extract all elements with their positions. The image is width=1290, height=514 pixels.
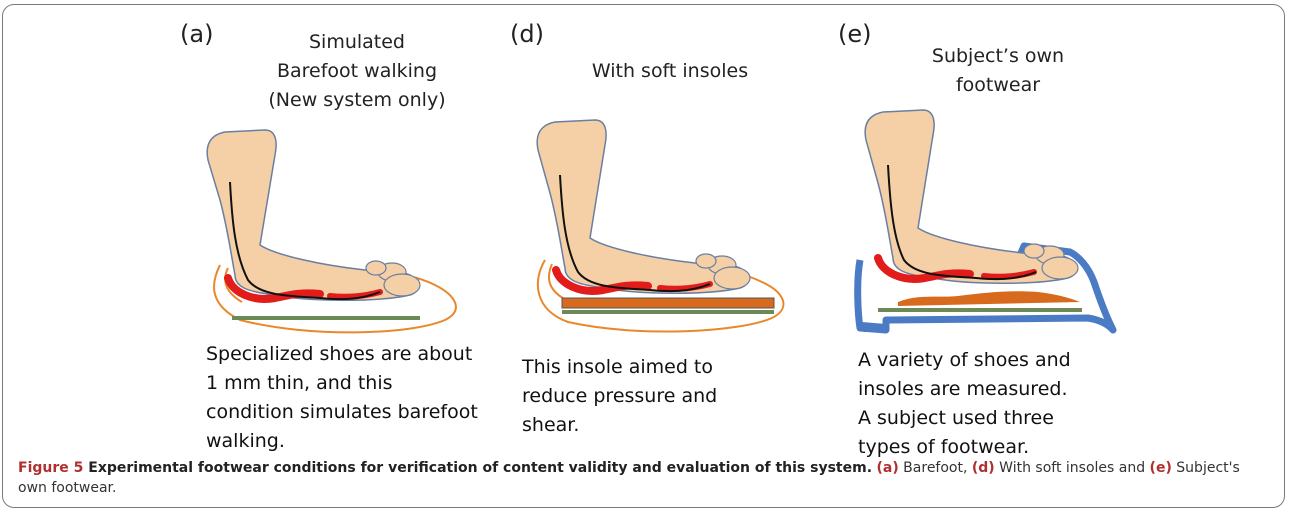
barefoot-illustration <box>180 20 510 350</box>
description-line: This insole aimed to <box>522 353 822 382</box>
description-line: A subject used three <box>858 404 1158 433</box>
caption-label: Figure 5 <box>18 460 83 476</box>
description-line: shear. <box>522 411 822 440</box>
caption-ref-a: (a) <box>876 460 898 476</box>
panel-soft-insoles: (d) With soft insoles This insole aimed … <box>510 20 840 440</box>
panel-description: Specialized shoes are about 1 mm thin, a… <box>206 340 506 456</box>
panel-description: This insole aimed to reduce pressure and… <box>522 353 822 440</box>
own-insole <box>898 291 1080 306</box>
caption-title: Experimental footwear conditions for ver… <box>83 460 872 476</box>
toe <box>1024 244 1044 258</box>
own-footwear-illustration <box>838 20 1168 350</box>
description-line: Specialized shoes are about <box>206 340 506 369</box>
toe <box>384 274 420 296</box>
shoe-sole <box>862 322 886 332</box>
soft-insole-illustration <box>510 20 840 350</box>
panel-own-footwear: (e) Subject’s own footwear A variety of … <box>838 20 1168 440</box>
toe <box>696 254 716 268</box>
caption-text-d: With soft insoles and <box>995 460 1150 476</box>
panel-description: A variety of shoes and insoles are measu… <box>858 346 1158 462</box>
description-line: reduce pressure and <box>522 382 822 411</box>
panel-barefoot: (a) Simulated Barefoot walking (New syst… <box>180 20 510 440</box>
caption-ref-e: (e) <box>1150 460 1172 476</box>
caption-text-a: Barefoot, <box>899 460 972 476</box>
description-line: walking. <box>206 427 506 456</box>
caption-ref-d: (d) <box>972 460 995 476</box>
toe <box>1042 257 1078 279</box>
description-line: insoles are measured. <box>858 375 1158 404</box>
description-line: 1 mm thin, and this <box>206 369 506 398</box>
description-line: A variety of shoes and <box>858 346 1158 375</box>
toe <box>366 261 386 275</box>
toe <box>714 267 750 289</box>
description-line: condition simulates barefoot <box>206 398 506 427</box>
soft-insole <box>562 298 774 308</box>
figure-caption: Figure 5 Experimental footwear condition… <box>18 458 1268 498</box>
